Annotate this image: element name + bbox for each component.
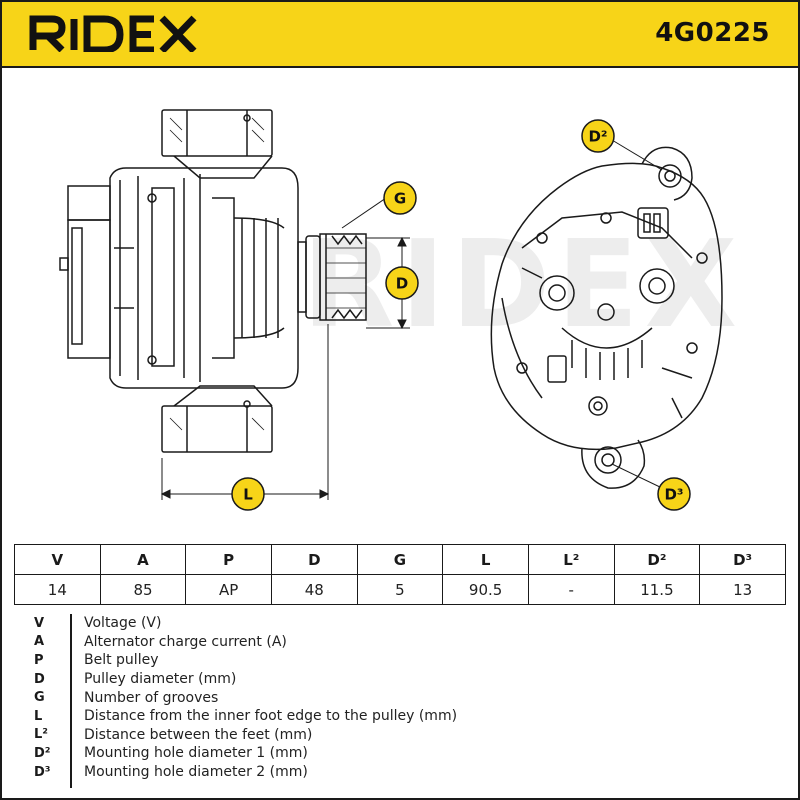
legend-desc: Number of grooves: [84, 689, 219, 706]
legend-item: D³ Mounting hole diameter 2 (mm): [14, 763, 786, 782]
callout-d: D: [385, 266, 419, 300]
legend-item: P Belt pulley: [14, 651, 786, 670]
svg-text:D: D: [396, 275, 408, 293]
legend-key: D²: [34, 745, 51, 761]
specs-header-row: V A P D G L L² D² D³: [14, 544, 786, 575]
spec-header-l2: L²: [527, 544, 615, 575]
spec-header-l: L: [442, 544, 529, 575]
d2-leader: [611, 139, 663, 171]
svg-text:G: G: [394, 190, 406, 208]
legend: V Voltage (V) A Alternator charge curren…: [14, 614, 786, 788]
spec-header-d3: D³: [699, 544, 786, 575]
callout-d3: D³: [657, 477, 691, 511]
specs-table: V A P D G L L² D² D³ 14 85 AP 48 5 90.5 …: [14, 544, 786, 605]
spec-value-g: 5: [356, 574, 444, 605]
legend-divider: [70, 614, 72, 788]
spec-value-p: AP: [185, 574, 272, 605]
specs-value-row: 14 85 AP 48 5 90.5 - 11.5 13: [14, 574, 786, 605]
callout-g: G: [383, 181, 417, 215]
callout-l: L: [231, 477, 265, 511]
watermark-text: RIDEX: [302, 216, 743, 355]
dimension-g-leader: [341, 197, 387, 229]
legend-item: G Number of grooves: [14, 688, 786, 707]
spec-header-g: G: [356, 544, 444, 575]
legend-desc: Belt pulley: [84, 652, 159, 669]
legend-item: A Alternator charge current (A): [14, 633, 786, 652]
callout-d2: D²: [581, 119, 615, 153]
legend-desc: Distance from the inner foot edge to the…: [84, 708, 458, 725]
legend-desc: Pulley diameter (mm): [84, 671, 237, 688]
legend-key: G: [34, 690, 45, 706]
spec-header-d2: D²: [613, 544, 701, 575]
legend-desc: Voltage (V): [84, 615, 162, 632]
spec-value-d3: 13: [699, 574, 786, 605]
header-bar: 4G0225: [2, 2, 798, 68]
legend-item: V Voltage (V): [14, 614, 786, 633]
spec-value-d2: 11.5: [613, 574, 701, 605]
legend-desc: Distance between the feet (mm): [84, 726, 313, 743]
legend-desc: Mounting hole diameter 1 (mm): [84, 745, 308, 762]
ridex-logo: [28, 14, 200, 57]
spec-value-d: 48: [270, 574, 358, 605]
svg-text:D³: D³: [664, 486, 683, 504]
legend-key: V: [34, 615, 45, 631]
spec-value-l: 90.5: [442, 574, 529, 605]
alternator-rear-view: [490, 146, 723, 489]
legend-item: L Distance from the inner foot edge to t…: [14, 707, 786, 726]
legend-key: L: [34, 708, 43, 724]
spec-header-a: A: [99, 544, 187, 575]
part-number: 4G0225: [655, 18, 770, 48]
legend-desc: Alternator charge current (A): [84, 633, 287, 650]
legend-key: L²: [34, 727, 48, 743]
spec-value-v: 14: [14, 574, 101, 605]
technical-drawing: RIDEX: [2, 68, 798, 544]
legend-key: D: [34, 671, 45, 687]
dimension-l-line: [160, 324, 330, 500]
spec-header-d: D: [270, 544, 358, 575]
legend-key: A: [34, 634, 45, 650]
legend-desc: Mounting hole diameter 2 (mm): [84, 764, 308, 781]
spec-value-a: 85: [99, 574, 187, 605]
svg-text:L: L: [243, 486, 253, 504]
legend-key: P: [34, 652, 44, 668]
legend-item: D² Mounting hole diameter 1 (mm): [14, 744, 786, 763]
spec-value-l2: -: [527, 574, 615, 605]
spec-header-v: V: [14, 544, 101, 575]
svg-text:D²: D²: [588, 128, 607, 146]
legend-item: D Pulley diameter (mm): [14, 670, 786, 689]
spec-header-p: P: [185, 544, 272, 575]
legend-key: D³: [34, 764, 51, 780]
d3-leader: [611, 463, 663, 489]
alternator-side-view: [59, 109, 367, 453]
legend-item: L² Distance between the feet (mm): [14, 726, 786, 745]
